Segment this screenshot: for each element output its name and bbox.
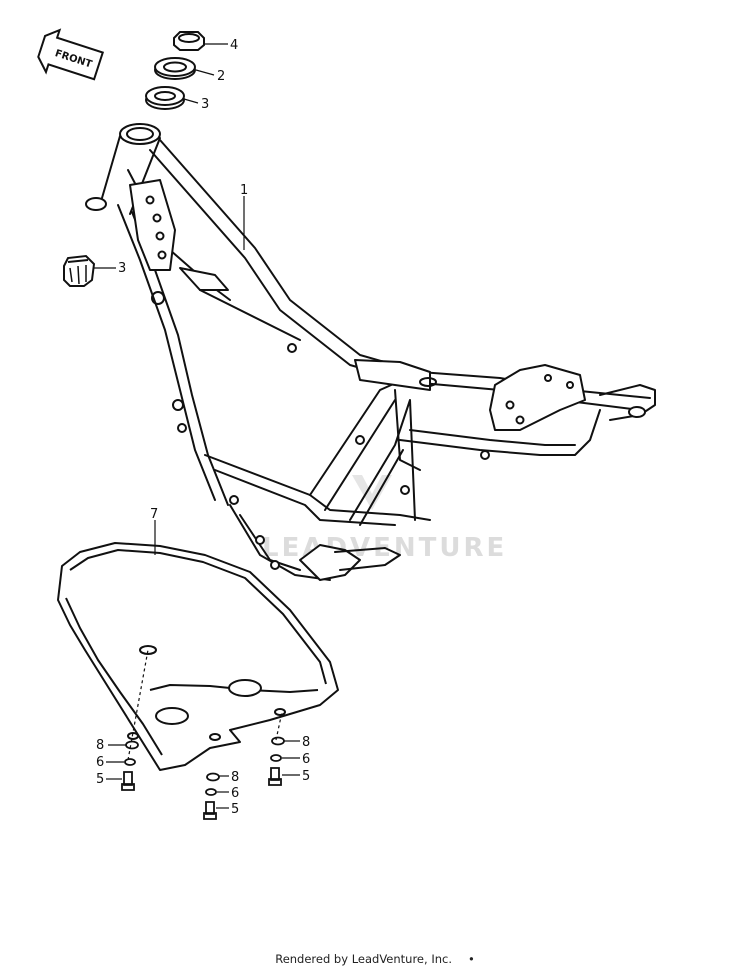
callout-8: 8 [96, 738, 104, 753]
hardware-middle [203, 772, 220, 820]
bearing-part-3-top [145, 86, 185, 110]
washer-part-6 [205, 788, 217, 796]
callout-4: 4 [230, 38, 238, 53]
bolt-part-5 [268, 767, 282, 786]
watermark: LEADVENTURE [262, 475, 504, 563]
washer-part-8 [206, 772, 220, 782]
callout-6: 6 [302, 752, 310, 767]
hardware-right [268, 736, 285, 786]
callout-3: 3 [201, 97, 209, 112]
callout-5: 5 [302, 769, 310, 784]
callout-6: 6 [96, 755, 104, 770]
skid-plate-part-7 [57, 542, 339, 771]
callout-labels: 4 2 3 1 3 7 8 6 5 8 6 5 8 6 5 [96, 38, 310, 817]
washer-part-8 [125, 740, 139, 750]
washer-part-8 [271, 736, 285, 746]
callout-5: 5 [231, 802, 239, 817]
footer: Rendered by LeadVenture, Inc. • [0, 952, 750, 966]
callout-2: 2 [217, 69, 225, 84]
callout-6: 6 [231, 786, 239, 801]
front-arrow-icon: FRONT [37, 28, 105, 81]
bearing-part-3-lower [63, 254, 96, 287]
callout-3: 3 [118, 261, 126, 276]
bolt-part-5 [121, 771, 135, 791]
washer-part-6 [124, 758, 136, 766]
callout-7: 7 [150, 507, 158, 522]
footer-dot: • [467, 952, 475, 966]
bearing-race-part-2 [154, 57, 196, 80]
callout-8: 8 [231, 770, 239, 785]
bolt-part-5 [203, 801, 217, 820]
callout-5: 5 [96, 772, 104, 787]
leader-lines [94, 43, 300, 809]
callout-1: 1 [240, 183, 248, 198]
callout-8: 8 [302, 735, 310, 750]
footer-credit: Rendered by LeadVenture, Inc. [275, 952, 452, 966]
hardware-left [121, 740, 139, 791]
stem-nut-part-4 [173, 31, 205, 51]
frame-part-1 [85, 123, 656, 581]
washer-part-6 [270, 754, 282, 762]
